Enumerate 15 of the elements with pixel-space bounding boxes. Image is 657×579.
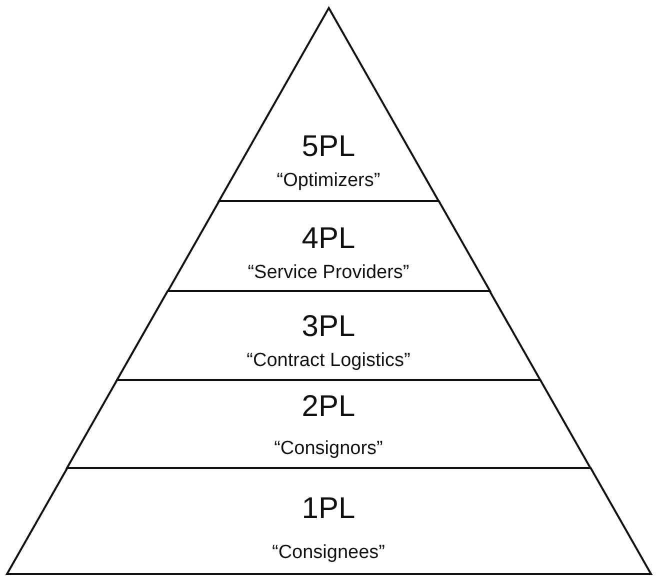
pyramid-tier (116, 291, 540, 380)
tier-level: 5PL (302, 130, 356, 164)
tier-level: 2PL (302, 390, 356, 424)
tier-level: 1PL (302, 492, 356, 526)
tier-level: 4PL (302, 222, 356, 256)
tier-name: “Service Providers” (248, 262, 410, 284)
tier-name: “Consignors” (274, 438, 383, 460)
pyramid-tier (66, 380, 590, 468)
tier-name: “Optimizers” (276, 170, 380, 192)
pyramid-tier (218, 8, 438, 201)
pyramid-tier (168, 201, 490, 291)
pyramid-tier (6, 468, 650, 574)
tier-level: 3PL (302, 310, 356, 344)
tier-name: “Consignees” (272, 542, 385, 564)
tier-name: “Contract Logistics” (246, 350, 410, 372)
